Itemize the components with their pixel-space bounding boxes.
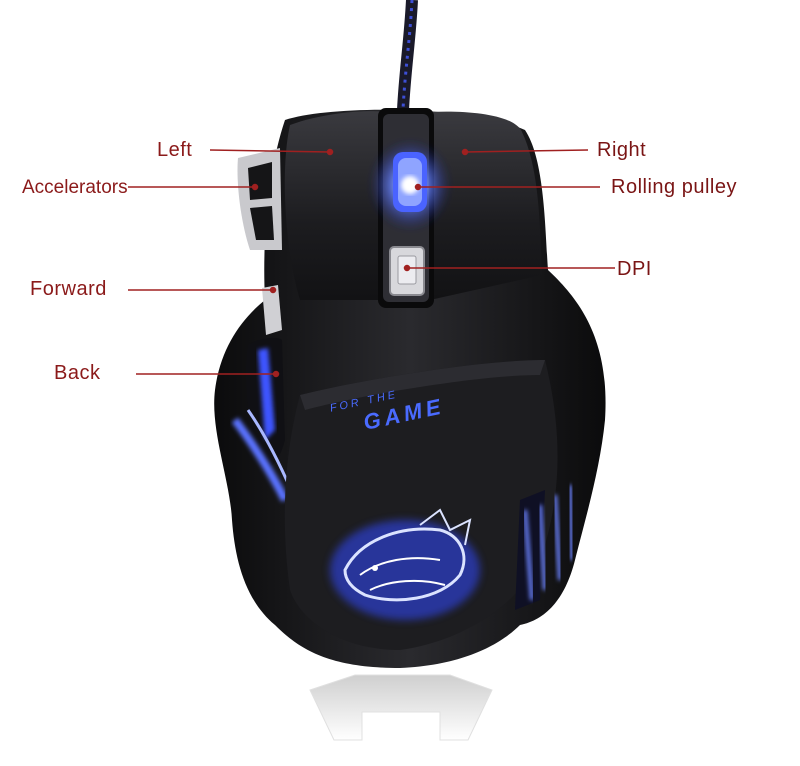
label-back: Back [54, 362, 101, 384]
label-accelerators: Accelerators [22, 177, 128, 198]
label-left: Left [157, 139, 193, 161]
dragon-logo-icon [330, 508, 480, 620]
leader-lines [128, 148, 615, 378]
leader-right [464, 149, 589, 153]
stand [309, 674, 493, 741]
left-button [284, 111, 382, 300]
label-rolling-pulley: Rolling pulley [611, 176, 737, 198]
forward-button [262, 285, 282, 335]
right-button [430, 111, 542, 300]
label-right: Right [597, 139, 647, 161]
back-button-glow [258, 348, 275, 440]
right-grip-glow [523, 509, 534, 601]
label-forward: Forward [30, 278, 107, 300]
label-dpi: DPI [617, 258, 652, 280]
leader-left [209, 149, 331, 153]
